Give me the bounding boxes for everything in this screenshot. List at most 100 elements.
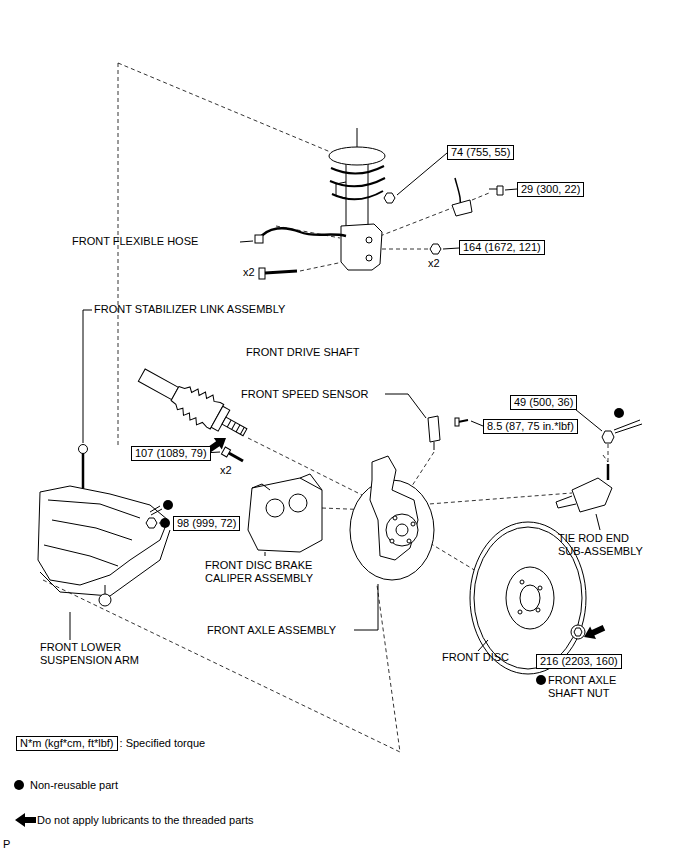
part-name: FRONT DRIVE SHAFT <box>246 346 359 359</box>
drive-shaft-illustration <box>227 420 244 434</box>
lower-arm-illustration <box>38 486 170 640</box>
axle-assembly-illustration <box>390 539 394 543</box>
tie-rod-end-illustration <box>572 478 612 512</box>
legend-text: Non-reusable part <box>30 779 118 792</box>
dashed-guide <box>382 249 429 250</box>
flexible-hose-illustration <box>240 178 517 243</box>
axle-assembly-illustration <box>411 522 415 526</box>
strut-illustration <box>366 237 372 243</box>
strut-illustration <box>330 166 385 199</box>
lower-arm-illustration <box>146 518 157 528</box>
part-name: FRONT AXLE SHAFT NUT <box>548 674 628 700</box>
disc-illustration <box>518 610 522 614</box>
stabilizer-link-illustration <box>79 445 88 454</box>
torque-box: 8.5 (87, 75 in.*lbf) <box>483 419 578 434</box>
part-name: FRONT STABILIZER LINK ASSEMBLY <box>94 303 285 316</box>
strut-illustration <box>329 128 447 270</box>
tie-rod-end-illustration <box>607 464 610 480</box>
speed-sensor-illustration <box>455 418 459 426</box>
disc-illustration <box>574 628 582 636</box>
legend-torque-box: N*m (kgf*cm, ft*lbf) <box>16 736 118 751</box>
axle-assembly-illustration <box>350 456 434 630</box>
part-name: FRONT FLEXIBLE HOSE <box>72 235 198 248</box>
brake-bolt-illustration <box>227 452 243 461</box>
torque-box: 164 (1672, 121) <box>459 240 545 255</box>
non-reusable-mark <box>160 518 170 528</box>
torque-value: 216 (2203, 160) <box>540 655 618 668</box>
torque-box: 98 (999, 72) <box>173 516 240 531</box>
flexible-hose-illustration <box>240 241 253 242</box>
dashed-guide <box>416 493 572 505</box>
strut-illustration <box>384 193 395 203</box>
axle-assembly-illustration <box>354 584 378 630</box>
strut-illustration <box>397 153 447 195</box>
drive-shaft-illustration <box>134 360 254 447</box>
quantity-label: x2 <box>220 464 232 477</box>
part-name: FRONT DISC <box>442 651 509 664</box>
torque-box: 29 (300, 22) <box>517 182 584 197</box>
lower-arm-illustration <box>40 530 170 596</box>
dashed-guide <box>118 63 119 448</box>
part-name: FRONT AXLE ASSEMBLY <box>207 624 336 637</box>
flexible-hose-illustration <box>452 200 472 216</box>
dashed-guide <box>608 444 609 462</box>
non-reusable-mark <box>163 500 173 510</box>
strut-illustration <box>341 224 382 270</box>
bolt-and-nut-illustration <box>265 271 297 273</box>
legend-text: Do not apply lubricants to the threaded … <box>37 814 253 827</box>
non-reusable-mark <box>614 408 624 418</box>
torque-value: 8.5 (87, 75 in.*lbf) <box>487 420 574 433</box>
axle-assembly-illustration <box>386 514 418 546</box>
torque-value: 49 (500, 36) <box>514 396 573 409</box>
quantity-label: x2 <box>243 266 255 279</box>
torque-value: 164 (1672, 121) <box>463 241 541 254</box>
dashed-guide <box>603 455 608 462</box>
torque-value: 29 (300, 22) <box>521 183 580 196</box>
quantity-label: x2 <box>428 257 440 270</box>
disc-illustration <box>536 608 540 612</box>
torque-value: 74 (755, 55) <box>451 146 510 159</box>
lower-arm-illustration <box>70 612 71 640</box>
dashed-guide <box>43 63 608 752</box>
lower-arm-illustration <box>159 523 160 524</box>
do-not-lubricate-arrow <box>15 813 36 827</box>
axle-assembly-illustration <box>393 516 397 520</box>
caliper-illustration <box>266 499 284 517</box>
torque-box: 107 (1089, 79) <box>131 446 211 461</box>
caliper-illustration <box>248 474 322 556</box>
bolt-and-nut-illustration <box>259 268 265 279</box>
caliper-illustration <box>289 494 307 512</box>
disc-illustration <box>478 640 488 651</box>
tie-rod-end-illustration <box>614 420 642 433</box>
disc-illustration <box>538 586 542 590</box>
torque-value: 107 (1089, 79) <box>135 447 207 460</box>
tie-rod-end-illustration <box>596 514 600 530</box>
torque-box: 49 (500, 36) <box>510 395 577 410</box>
speed-sensor-illustration <box>471 421 483 426</box>
disc-illustration <box>571 625 585 639</box>
stabilizer-link-illustration <box>83 310 92 443</box>
non-reusable-mark <box>14 780 24 790</box>
axle-assembly-illustration <box>396 524 408 536</box>
torque-box: 74 (755, 55) <box>447 145 514 160</box>
page-mark: P <box>3 838 10 851</box>
caliper-illustration <box>248 478 322 552</box>
dashed-guide <box>472 193 489 200</box>
speed-sensor-illustration <box>385 394 483 450</box>
drive-shaft-illustration <box>222 417 247 436</box>
part-name: TIE ROD END SUB-ASSEMBLY <box>558 532 653 558</box>
non-reusable-mark <box>14 408 624 790</box>
lower-arm-illustration <box>44 500 140 566</box>
strut-illustration <box>336 182 346 198</box>
caliper-illustration <box>252 474 322 490</box>
dashed-guide <box>300 262 343 271</box>
bolt-and-nut-illustration <box>443 248 459 249</box>
lower-arm-illustration <box>150 506 162 515</box>
strut-illustration <box>366 255 372 261</box>
drive-shaft-illustration <box>138 369 178 400</box>
part-name: FRONT LOWER SUSPENSION ARM <box>40 641 145 667</box>
speed-sensor-illustration <box>434 442 435 450</box>
flexible-hose-illustration <box>489 186 503 195</box>
lower-arm-illustration <box>38 486 168 585</box>
